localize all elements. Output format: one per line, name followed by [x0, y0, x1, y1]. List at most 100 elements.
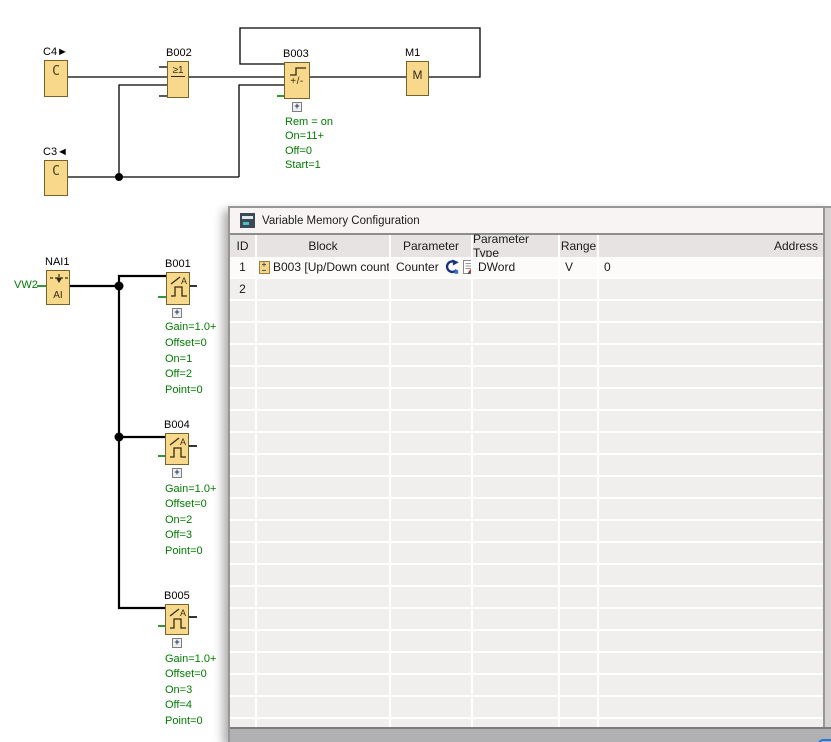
block-B002[interactable]: ≥1: [167, 61, 189, 98]
cell-parameter_type: [473, 565, 560, 587]
cell-block: [257, 631, 391, 653]
cell-parameter_type: [473, 653, 560, 675]
table-scrollbar-track[interactable]: [823, 208, 831, 727]
cell-range: [560, 587, 599, 609]
svg-text:A: A: [180, 437, 186, 447]
variable-memory-dialog: Variable Memory Configuration ID Block Par…: [228, 206, 831, 742]
cell-id[interactable]: 2: [230, 279, 257, 301]
expand-parameters-icon[interactable]: [172, 468, 182, 478]
table-body: 1 B003 [Up/Down counter]Counter DWord V0 2: [230, 257, 823, 727]
dialog-titlebar[interactable]: Variable Memory Configuration: [230, 208, 823, 233]
cell-range: [560, 543, 599, 565]
cell-text: DWord: [478, 260, 515, 274]
cell-range[interactable]: [560, 279, 599, 301]
cell-range: [560, 631, 599, 653]
cell-parameter_type: [473, 389, 560, 411]
cell-block: [257, 301, 391, 323]
cell-parameter_type: [473, 411, 560, 433]
edit-icon[interactable]: [463, 259, 473, 275]
cell-address: [599, 719, 823, 727]
cell-address[interactable]: [599, 279, 823, 301]
block-C3[interactable]: C: [44, 160, 68, 196]
table-row-8: [230, 411, 823, 433]
cell-parameter_type[interactable]: DWord: [473, 257, 560, 279]
analog-trunk-wires: [70, 276, 166, 608]
cell-parameter[interactable]: [391, 279, 473, 301]
column-header-block[interactable]: Block: [257, 235, 391, 257]
cell-range: [560, 609, 599, 631]
block-label-B004: B004: [164, 419, 190, 431]
cell-parameter: [391, 389, 473, 411]
block-B005[interactable]: A: [165, 604, 189, 635]
cell-address: [599, 543, 823, 565]
block-B003[interactable]: +/-: [284, 62, 310, 99]
block-parameter-text: Point=0: [165, 545, 203, 557]
table-row-20: [230, 675, 823, 697]
table-row-9: [230, 433, 823, 455]
expand-parameters-icon[interactable]: [292, 102, 302, 112]
cell-parameter_type[interactable]: [473, 279, 560, 301]
cell-block: [257, 543, 391, 565]
or-gate-symbol: ≥1: [168, 65, 188, 77]
column-header-label: Block: [308, 239, 337, 253]
cell-parameter[interactable]: Counter: [391, 257, 473, 279]
block-parameter-text: Off=0: [285, 145, 312, 157]
cell-address: [599, 587, 823, 609]
cell-address: [599, 367, 823, 389]
cell-address[interactable]: 0: [599, 257, 823, 279]
block-C4[interactable]: C: [44, 60, 68, 97]
column-header-label: Parameter: [403, 239, 459, 253]
cell-parameter: [391, 367, 473, 389]
cell-parameter_type: [473, 455, 560, 477]
cell-parameter: [391, 653, 473, 675]
flag-symbol: M: [407, 68, 428, 82]
cell-range: [560, 697, 599, 719]
table-row-19: [230, 653, 823, 675]
expand-parameters-icon[interactable]: [172, 308, 182, 318]
cell-parameter: [391, 631, 473, 653]
cell-id: [230, 697, 257, 719]
block-B001[interactable]: A: [166, 272, 190, 305]
block-label-B001: B001: [165, 258, 191, 270]
block-parameter-text: Offset=0: [165, 498, 207, 510]
column-header-address[interactable]: Address: [599, 235, 823, 257]
cell-block: [257, 433, 391, 455]
block-parameter-text: Point=0: [165, 715, 203, 727]
table-row-2[interactable]: 2: [230, 279, 823, 301]
cell-id: [230, 323, 257, 345]
column-header-id[interactable]: ID: [230, 235, 257, 257]
column-header-range[interactable]: Range: [560, 235, 599, 257]
cell-parameter_type: [473, 587, 560, 609]
block-NAI1[interactable]: AI: [46, 270, 70, 305]
cell-block[interactable]: B003 [Up/Down counter]: [257, 257, 391, 279]
updown-symbol: +/-: [285, 76, 309, 87]
column-header-parameter-type[interactable]: Parameter Type: [473, 235, 560, 257]
wire-junction-to-b003: [239, 85, 284, 177]
cell-parameter: [391, 609, 473, 631]
cell-id[interactable]: 1: [230, 257, 257, 279]
convert-icon[interactable]: [443, 259, 459, 275]
block-B004[interactable]: A: [165, 433, 189, 465]
table-row-22: [230, 719, 823, 727]
block-M1[interactable]: M: [406, 61, 429, 96]
column-header-parameter[interactable]: Parameter: [391, 235, 473, 257]
cell-range: [560, 521, 599, 543]
cell-range: [560, 499, 599, 521]
network-input-symbol: [49, 274, 69, 284]
cell-id: [230, 477, 257, 499]
expand-parameters-icon[interactable]: [172, 638, 182, 648]
cell-block: [257, 587, 391, 609]
cell-id: [230, 609, 257, 631]
cell-range[interactable]: V: [560, 257, 599, 279]
cell-text: B003 [Up/Down counter]: [273, 260, 391, 274]
cell-block: [257, 565, 391, 587]
table-row-11: [230, 477, 823, 499]
block-label-B003: B003: [283, 48, 309, 60]
cell-id: [230, 367, 257, 389]
cell-block: [257, 323, 391, 345]
cell-parameter: [391, 521, 473, 543]
updown-counter-mini-icon: [259, 261, 270, 274]
cell-block[interactable]: [257, 279, 391, 301]
cell-address: [599, 455, 823, 477]
table-row-1[interactable]: 1 B003 [Up/Down counter]Counter DWord V0: [230, 257, 823, 279]
